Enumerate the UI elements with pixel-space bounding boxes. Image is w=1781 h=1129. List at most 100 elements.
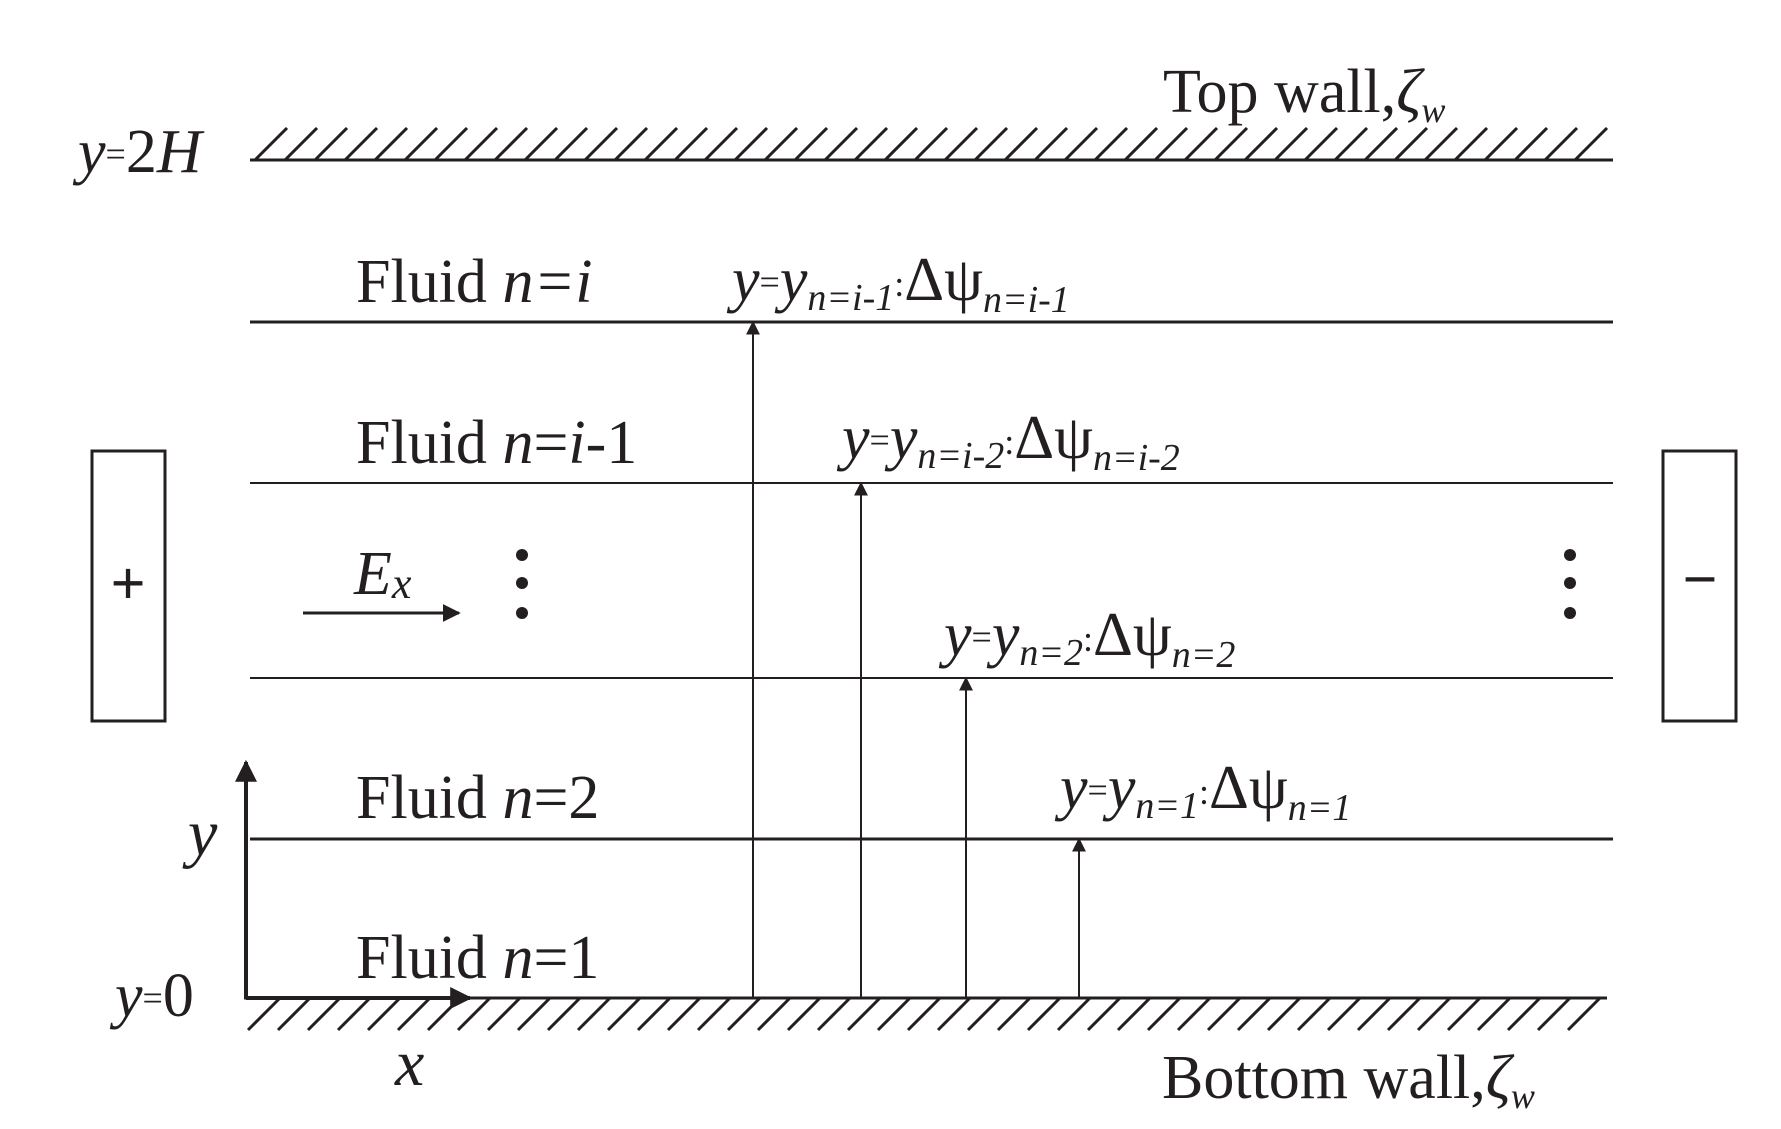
hatch-mark [283,126,319,162]
hatch-mark [1266,996,1302,1032]
hatch-mark [546,996,582,1032]
hatch-mark [1356,996,1392,1032]
hatch-mark [1326,996,1362,1032]
hatch-mark [636,996,672,1032]
negative-sign: − [1682,546,1717,614]
hatch-mark [1026,996,1062,1032]
hatch-mark [726,996,762,1032]
top-wall-label: Top wall,ζw [1163,58,1445,130]
hatch-mark [733,126,769,162]
hatch-mark [276,996,312,1032]
hatch-mark [666,996,702,1032]
hatch-mark [913,126,949,162]
hatch-mark [1573,126,1609,162]
interface-label-n-i-1: y=yn=i-1:Δψn=i-1 [726,246,1070,321]
hatch-mark [403,126,439,162]
hatch-mark [643,126,679,162]
hatch-mark [583,126,619,162]
hatch-mark [1296,996,1332,1032]
hatch-mark [456,996,492,1032]
hatch-mark [606,996,642,1032]
hatch-mark [816,996,852,1032]
hatch-mark [973,126,1009,162]
hatch-mark [1056,996,1092,1032]
hatch-mark [936,996,972,1032]
hatch-mark [756,996,792,1032]
hatch-mark [1543,126,1579,162]
bottom-wall [244,996,1607,1032]
bottom-wall-label: Bottom wall,ζw [1162,1044,1535,1116]
hatch-mark [1183,126,1219,162]
hatch-mark [786,996,822,1032]
fluid-label-n-1: Fluid n=1 [356,924,599,992]
fluid-label-n-2: Fluid n=2 [356,764,599,832]
bottom-wall-y-label: y=0 [109,962,194,1030]
hatch-mark [703,126,739,162]
x-axis-label: x [394,1027,424,1100]
hatch-mark [1093,126,1129,162]
hatch-mark [1033,126,1069,162]
hatch-mark [486,996,522,1032]
top-wall-y-label: y=2H [72,118,205,186]
hatch-mark [1416,996,1452,1032]
hatch-mark [366,996,402,1032]
hatch-mark [313,126,349,162]
hatch-mark [253,126,289,162]
hatch-mark [763,126,799,162]
hatch-mark [1303,126,1339,162]
hatch-mark [1146,996,1182,1032]
positive-electrode [90,449,167,723]
hatch-mark [523,126,559,162]
right-vertical-ellipsis [1564,549,1576,619]
top-wall-hatching [253,126,1609,162]
hatch-mark [343,126,379,162]
interface-label-n-1: y=yn=1:Δψn=1 [1054,754,1351,829]
hatch-mark [943,126,979,162]
left-vertical-ellipsis [516,549,528,619]
hatch-mark [433,126,469,162]
hatch-mark [876,996,912,1032]
interface-label-n-i-2: y=yn=i-2:Δψn=i-2 [836,404,1180,479]
hatch-mark [1566,996,1602,1032]
hatch-mark [1506,996,1542,1032]
negative-electrode [1661,449,1738,723]
hatch-mark [1003,126,1039,162]
hatch-mark [396,996,432,1032]
hatch-mark [1086,996,1122,1032]
hatch-mark [1536,996,1572,1032]
hatch-mark [306,996,342,1032]
hatch-mark [1243,126,1279,162]
hatch-mark [906,996,942,1032]
hatch-mark [1213,126,1249,162]
bottom-wall-hatching [246,996,1602,1032]
hatch-mark [576,996,612,1032]
hatch-mark [1363,126,1399,162]
hatch-mark [373,126,409,162]
hatch-mark [1423,126,1459,162]
hatch-mark [1386,996,1422,1032]
hatch-mark [883,126,919,162]
hatch-mark [336,996,372,1032]
hatch-mark [1063,126,1099,162]
hatch-mark [1273,126,1309,162]
top-wall [250,126,1613,162]
hatch-mark [1513,126,1549,162]
hatch-mark [1446,996,1482,1032]
hatch-mark [463,126,499,162]
hatch-mark [1393,126,1429,162]
hatch-mark [996,996,1032,1032]
hatch-mark [1483,126,1519,162]
hatch-mark [1123,126,1159,162]
hatch-mark [1116,996,1152,1032]
hatch-mark [613,126,649,162]
hatch-mark [673,126,709,162]
hatch-mark [1453,126,1489,162]
positive-sign: + [110,550,145,618]
fluid-label-n-i-1: Fluid n=i-1 [356,409,637,477]
hatch-mark [846,996,882,1032]
hatch-mark [1333,126,1369,162]
hatch-mark [1153,126,1189,162]
y-axis-label: y [182,797,218,870]
hatch-mark [793,126,829,162]
